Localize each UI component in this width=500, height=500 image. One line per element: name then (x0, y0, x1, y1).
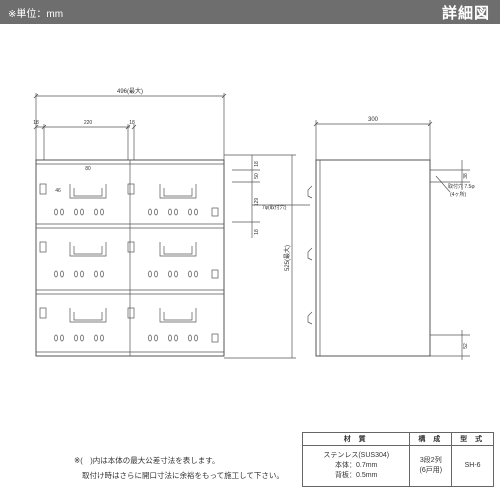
dim-inner-width: 220 (84, 120, 93, 126)
dial-dots-row-3 (54, 334, 198, 342)
spec-header-model: 型 式 (451, 432, 494, 446)
dim-slot-width: 80 (85, 166, 91, 172)
dim-right-mid: 50 (254, 173, 260, 179)
dial-dots-row-2 (54, 270, 198, 278)
dim-right-low: 18 (254, 229, 260, 235)
spec-data-row: ステンレス(SUS304) 本体：0.7mm 背板：0.5mm 3段2列 (6戸… (301, 445, 494, 487)
unit-note: ※単位：mm (8, 9, 64, 20)
dim-center: 18 (129, 120, 135, 126)
dim-side-b: 52 (463, 343, 469, 349)
mailbox-handle-2 (159, 184, 197, 199)
dim-right-top: 18 (254, 161, 260, 167)
install-note: 取付け時はさらに開口寸法に余裕をもって施工して下さい。 (82, 471, 284, 480)
config-line-1: 3段2列 (419, 457, 442, 464)
header-bar: ※単位：mm 詳細図 (0, 0, 500, 24)
mailbox-handle-3 (69, 242, 107, 257)
spec-material-cell: ステンレス(SUS304) 本体：0.7mm 背板：0.5mm (301, 445, 411, 487)
spec-model-cell: SH-6 (451, 445, 494, 487)
dim-left-margin: 18 (33, 120, 39, 126)
config-line-2: (6戸用) (419, 467, 443, 474)
dim-overall-height: 525(最大) (283, 245, 291, 271)
dim-side-a: 38 (463, 173, 469, 179)
dim-overall-width: 496(最大) (117, 87, 143, 95)
hole-note: 取付穴 7.5φ (448, 183, 475, 190)
dim-side-depth: 300 (368, 117, 379, 123)
material-line-2: 本体：0.7mm (335, 462, 378, 469)
spec-table: 材 質 構 成 型 式 ステンレス(SUS304) 本体：0.7mm 背板：0.… (301, 432, 494, 487)
material-line-1: ステンレス(SUS304) (323, 452, 390, 459)
spec-header-config: 構 成 (409, 432, 453, 446)
spec-header-material: 材 質 (301, 432, 411, 446)
dim-box-depth: 46 (55, 188, 61, 194)
mailbox-handle-4 (159, 242, 197, 257)
tolerance-note: ※( )内は本体の最大公差寸法を表します。 (74, 456, 220, 465)
material-line-3: 背板：0.5mm (335, 472, 378, 479)
mailbox-handle-6 (159, 308, 197, 323)
dim-right-big: 129 (254, 198, 260, 207)
page-title: 詳細図 (441, 5, 490, 22)
mailbox-handle-1 (69, 184, 107, 199)
dial-dots-row-1 (54, 208, 198, 216)
spec-header-row: 材 質 構 成 型 式 (301, 432, 494, 446)
mailbox-handle-5 (69, 308, 107, 323)
hole-count: (4ヶ所) (450, 191, 466, 198)
spec-config-cell: 3段2列 (6戸用) (409, 445, 453, 487)
handle-note: 7φ(取付穴) (262, 204, 287, 211)
